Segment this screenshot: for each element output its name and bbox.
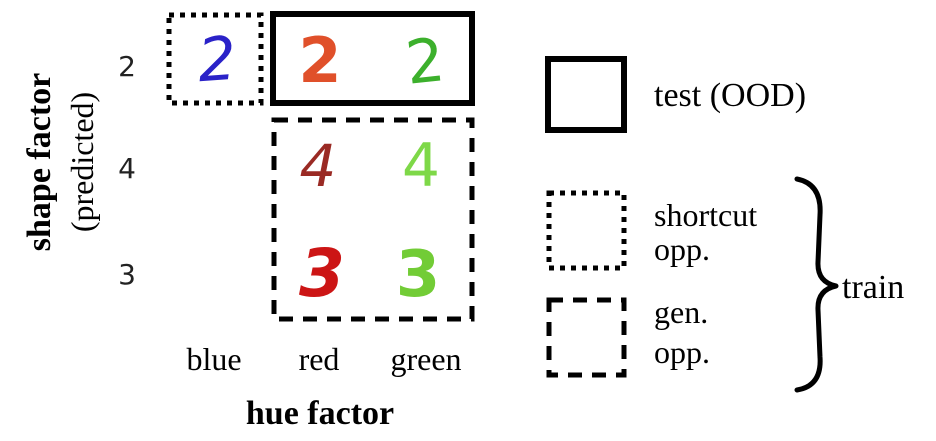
y-axis-subtitle: (predicted) (64, 92, 100, 232)
digit-3-red: 3 (299, 235, 345, 312)
digit-2-blue: 2 (196, 24, 239, 96)
train-brace (794, 176, 839, 393)
legend-shortcut-box (546, 190, 627, 271)
y-tick-4: 4 (118, 152, 136, 185)
x-tick-green: green (390, 341, 461, 377)
x-tick-red: red (299, 341, 340, 377)
legend-shortcut-label-1: shortcut (654, 197, 757, 233)
x-tick-blue: blue (186, 341, 241, 377)
digit-2-green: 2 (403, 25, 448, 99)
digit-4-green: 4 (402, 131, 440, 201)
legend-gen-label-1: gen. (654, 294, 708, 330)
y-tick-2: 2 (118, 50, 136, 83)
test-region-frame (270, 11, 475, 106)
legend-shortcut-label-2: opp. (654, 231, 710, 267)
legend-test-box (545, 56, 627, 133)
digit-3-green: 3 (396, 238, 441, 312)
digit-4-red: 4 (300, 132, 337, 200)
digit-2-red: 2 (298, 24, 341, 97)
gen-region-frame (271, 117, 475, 322)
legend-gen-box (546, 297, 627, 378)
shortcut-region-frame (166, 12, 264, 106)
x-axis-title: hue factor (246, 395, 394, 432)
y-tick-3: 3 (118, 258, 136, 291)
y-axis-title: shape factor (21, 73, 58, 251)
legend-gen-label-2: opp. (654, 334, 710, 370)
legend-train-label: train (842, 269, 904, 306)
legend-test-label: test (OOD) (654, 77, 806, 114)
